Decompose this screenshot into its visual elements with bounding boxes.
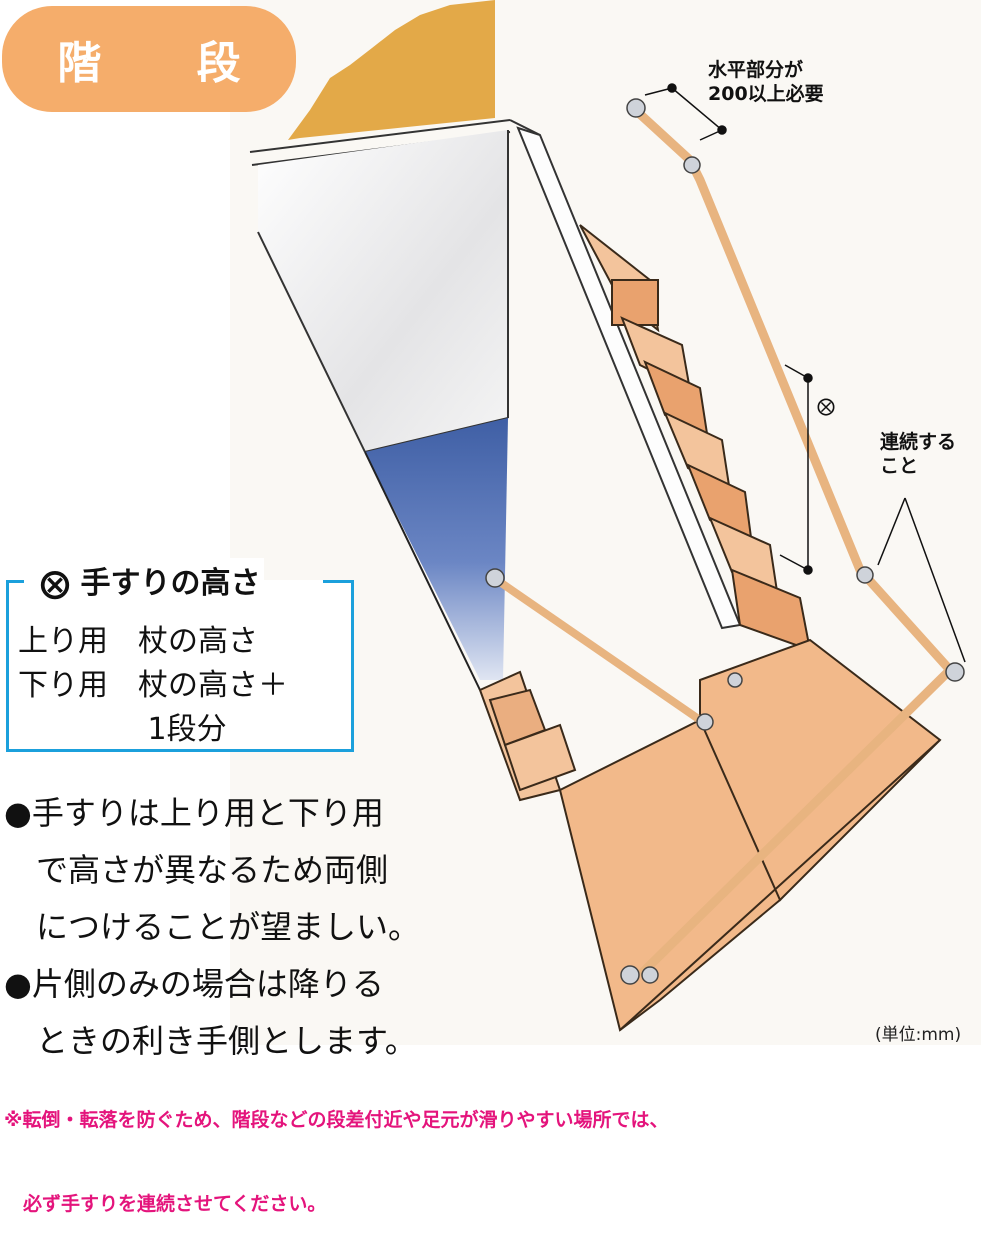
footnote-line: 必ず手すりを連続させてください。 xyxy=(4,1193,327,1215)
bullet-notes: ●手すりは上り用と下り用 で高さが異なるため両側 につけることが望ましい。 ●片… xyxy=(4,785,420,1070)
page-title: 階 段 xyxy=(2,6,296,112)
height-row-ascending: 上り用 杖の高さ xyxy=(18,624,258,659)
continuous-annotation: 連続する こと xyxy=(880,430,956,478)
bullet-line: ●手すりは上り用と下り用 xyxy=(4,794,384,832)
bullet-line: ときの利き手側とします。 xyxy=(4,1022,417,1060)
annotation-line: 連続する xyxy=(880,431,957,453)
height-row-descending: 下り用 杖の高さ＋ xyxy=(18,668,288,703)
reference-mark-icon: ⨂ xyxy=(817,396,835,417)
bullet-line: につけることが望ましい。 xyxy=(4,908,421,946)
box-border xyxy=(323,580,354,583)
annotation-line: 200以上必要 xyxy=(708,83,824,105)
staircase-illustration xyxy=(249,0,966,1032)
box-border xyxy=(6,580,24,583)
annotation-line: こと xyxy=(880,455,919,477)
handrail-height-box xyxy=(6,580,354,752)
unit-label: (単位:mm) xyxy=(875,1025,962,1045)
annotation-line: 水平部分が xyxy=(708,59,804,81)
horizontal-length-annotation: 水平部分が 200以上必要 xyxy=(708,58,824,106)
bullet-line: で高さが異なるため両側 xyxy=(4,851,389,889)
height-row-descending-cont: 1段分 xyxy=(18,712,227,747)
bullet-line: ●片側のみの場合は降りる xyxy=(4,965,384,1003)
footnote: ※転倒・転落を防ぐため、階段などの段差付近や足元が滑りやすい場所では、 必ず手す… xyxy=(4,1050,668,1246)
footnote-line: ※転倒・転落を防ぐため、階段などの段差付近や足元が滑りやすい場所では、 xyxy=(4,1109,669,1131)
handrail-height-heading: ⨂ 手すりの高さ xyxy=(36,558,265,602)
